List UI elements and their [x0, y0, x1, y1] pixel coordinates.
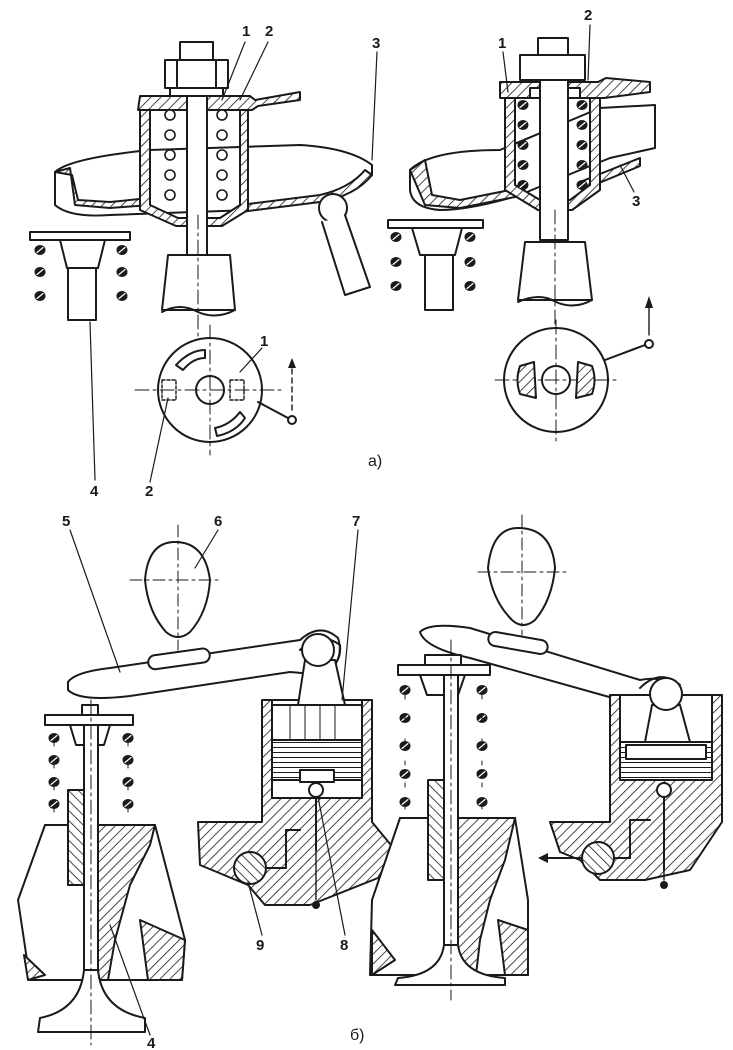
label-2-right: 2	[584, 7, 592, 24]
part-a-labels: 1 2 3 1 2 3 1 4 2 а)	[90, 7, 640, 500]
label-6: 6	[214, 513, 222, 530]
b-right-cam	[487, 527, 556, 626]
label-2-bottom: 2	[145, 483, 153, 500]
b-right-valve-head	[394, 944, 506, 986]
a-left-pushrod	[321, 214, 371, 296]
b-left-oil-gallery	[233, 851, 267, 885]
label-2-left: 2	[265, 23, 273, 40]
a-leader-lines	[89, 24, 635, 483]
b-left-check-ball	[308, 782, 324, 798]
b-right-valve-cap	[397, 664, 491, 676]
a-left-assembly	[29, 41, 373, 456]
a-right-rocker-arm	[409, 104, 656, 211]
label-1-left: 1	[242, 23, 250, 40]
b-leader-lines	[69, 529, 359, 1036]
part-b-labels: 5 6 7 9 8 4 б)	[62, 513, 365, 1050]
label-5: 5	[62, 513, 70, 530]
caption-a: а)	[368, 453, 382, 470]
caption-b: б)	[350, 1027, 365, 1044]
label-3: 3	[372, 35, 380, 52]
a-left-nut	[164, 59, 229, 89]
label-7: 7	[352, 513, 360, 530]
b-left-rocker-arm	[67, 629, 341, 699]
a-right-valve-cap	[387, 219, 484, 229]
label-4-bottom: 4	[90, 483, 99, 500]
b-left-pushrod	[297, 659, 346, 706]
b-right-check-ball	[656, 782, 672, 798]
a-left-spring	[164, 109, 228, 201]
label-9: 9	[256, 937, 264, 954]
a-right-valve-stem	[424, 254, 454, 311]
label-4-b: 4	[147, 1035, 156, 1050]
b-left-assembly	[17, 524, 396, 1046]
b-right-oil-gallery	[581, 841, 615, 875]
b-left-valve-cap	[44, 714, 134, 726]
label-3-right: 3	[632, 193, 640, 210]
label-1-right: 1	[498, 35, 506, 52]
a-right-nut	[519, 54, 586, 81]
a-left-valve-stem	[67, 267, 97, 321]
b-right-assembly	[369, 514, 723, 1001]
a-right-assembly	[387, 37, 656, 446]
a-left-valve-cap	[29, 231, 131, 241]
label-1-disc: 1	[260, 333, 268, 350]
a-right-stud	[539, 79, 569, 241]
label-8: 8	[340, 937, 348, 954]
a-left-stud	[186, 89, 208, 261]
